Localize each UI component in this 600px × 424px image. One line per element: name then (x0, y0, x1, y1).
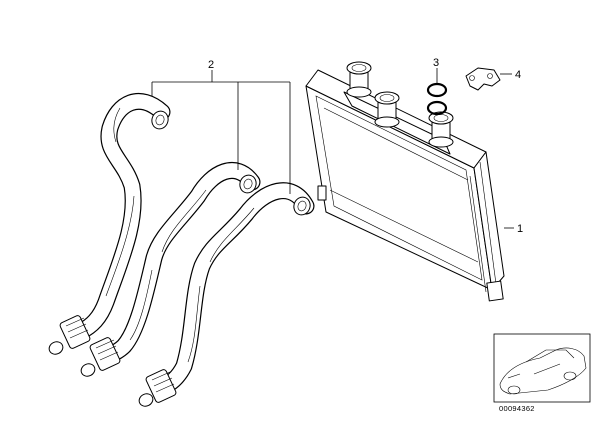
hose-coupling-1 (151, 110, 169, 130)
car-silhouette-icon (499, 347, 587, 395)
callout-3: 3 (433, 57, 439, 69)
heater-outlet-pipe-2 (428, 111, 454, 148)
o-ring-upper[interactable] (426, 82, 448, 98)
hose-coupling-2 (239, 174, 257, 194)
callout-2: 2 (208, 59, 214, 71)
o-ring-lower[interactable] (426, 100, 448, 116)
hose-1[interactable] (71, 93, 171, 341)
heater-inlet-pipe (346, 61, 372, 98)
hose-fitting-3 (138, 369, 177, 407)
hose-2[interactable] (99, 162, 261, 365)
leader-lines (151, 68, 514, 229)
hose-fitting-2 (80, 337, 121, 377)
heater-core[interactable] (305, 69, 505, 302)
callout-1: 1 (517, 223, 523, 235)
catalog-number: 00094362 (499, 404, 535, 413)
heater-outlet-pipe-1 (374, 91, 400, 128)
hose-coupling-3 (293, 196, 311, 216)
hose-fitting-1 (48, 315, 91, 355)
hose-3[interactable] (155, 182, 315, 395)
callout-4: 4 (515, 69, 521, 81)
retaining-clip[interactable] (465, 67, 501, 91)
vehicle-thumbnail (493, 333, 591, 403)
